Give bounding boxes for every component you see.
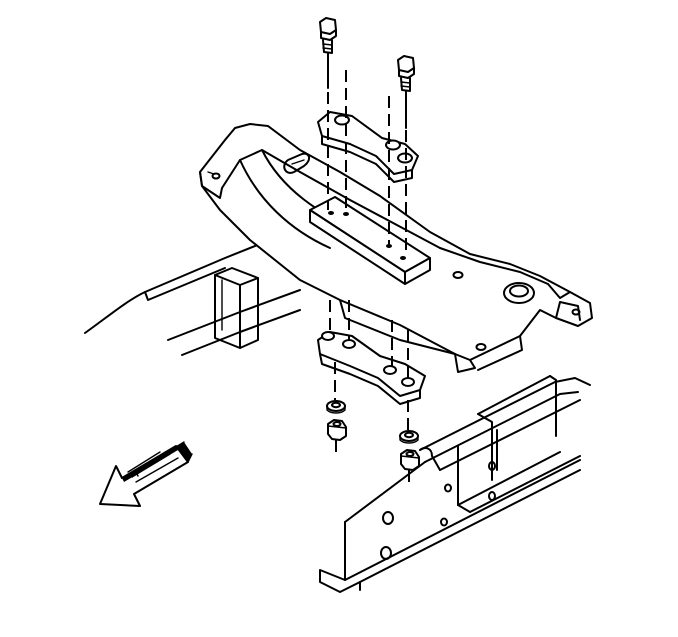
mount-pad xyxy=(309,196,431,285)
assembly-centerlines-upper xyxy=(327,70,407,256)
upper-spacer-plate xyxy=(317,111,419,183)
left-frame-rail xyxy=(84,231,301,356)
front-arrow-icon xyxy=(99,441,193,507)
right-frame-rail xyxy=(319,375,591,593)
bolt-right xyxy=(397,55,415,129)
washer-right xyxy=(399,430,419,444)
washer-left xyxy=(326,400,346,414)
nut-right xyxy=(400,449,420,471)
bolt-left xyxy=(319,17,337,89)
nut-left xyxy=(327,419,347,441)
